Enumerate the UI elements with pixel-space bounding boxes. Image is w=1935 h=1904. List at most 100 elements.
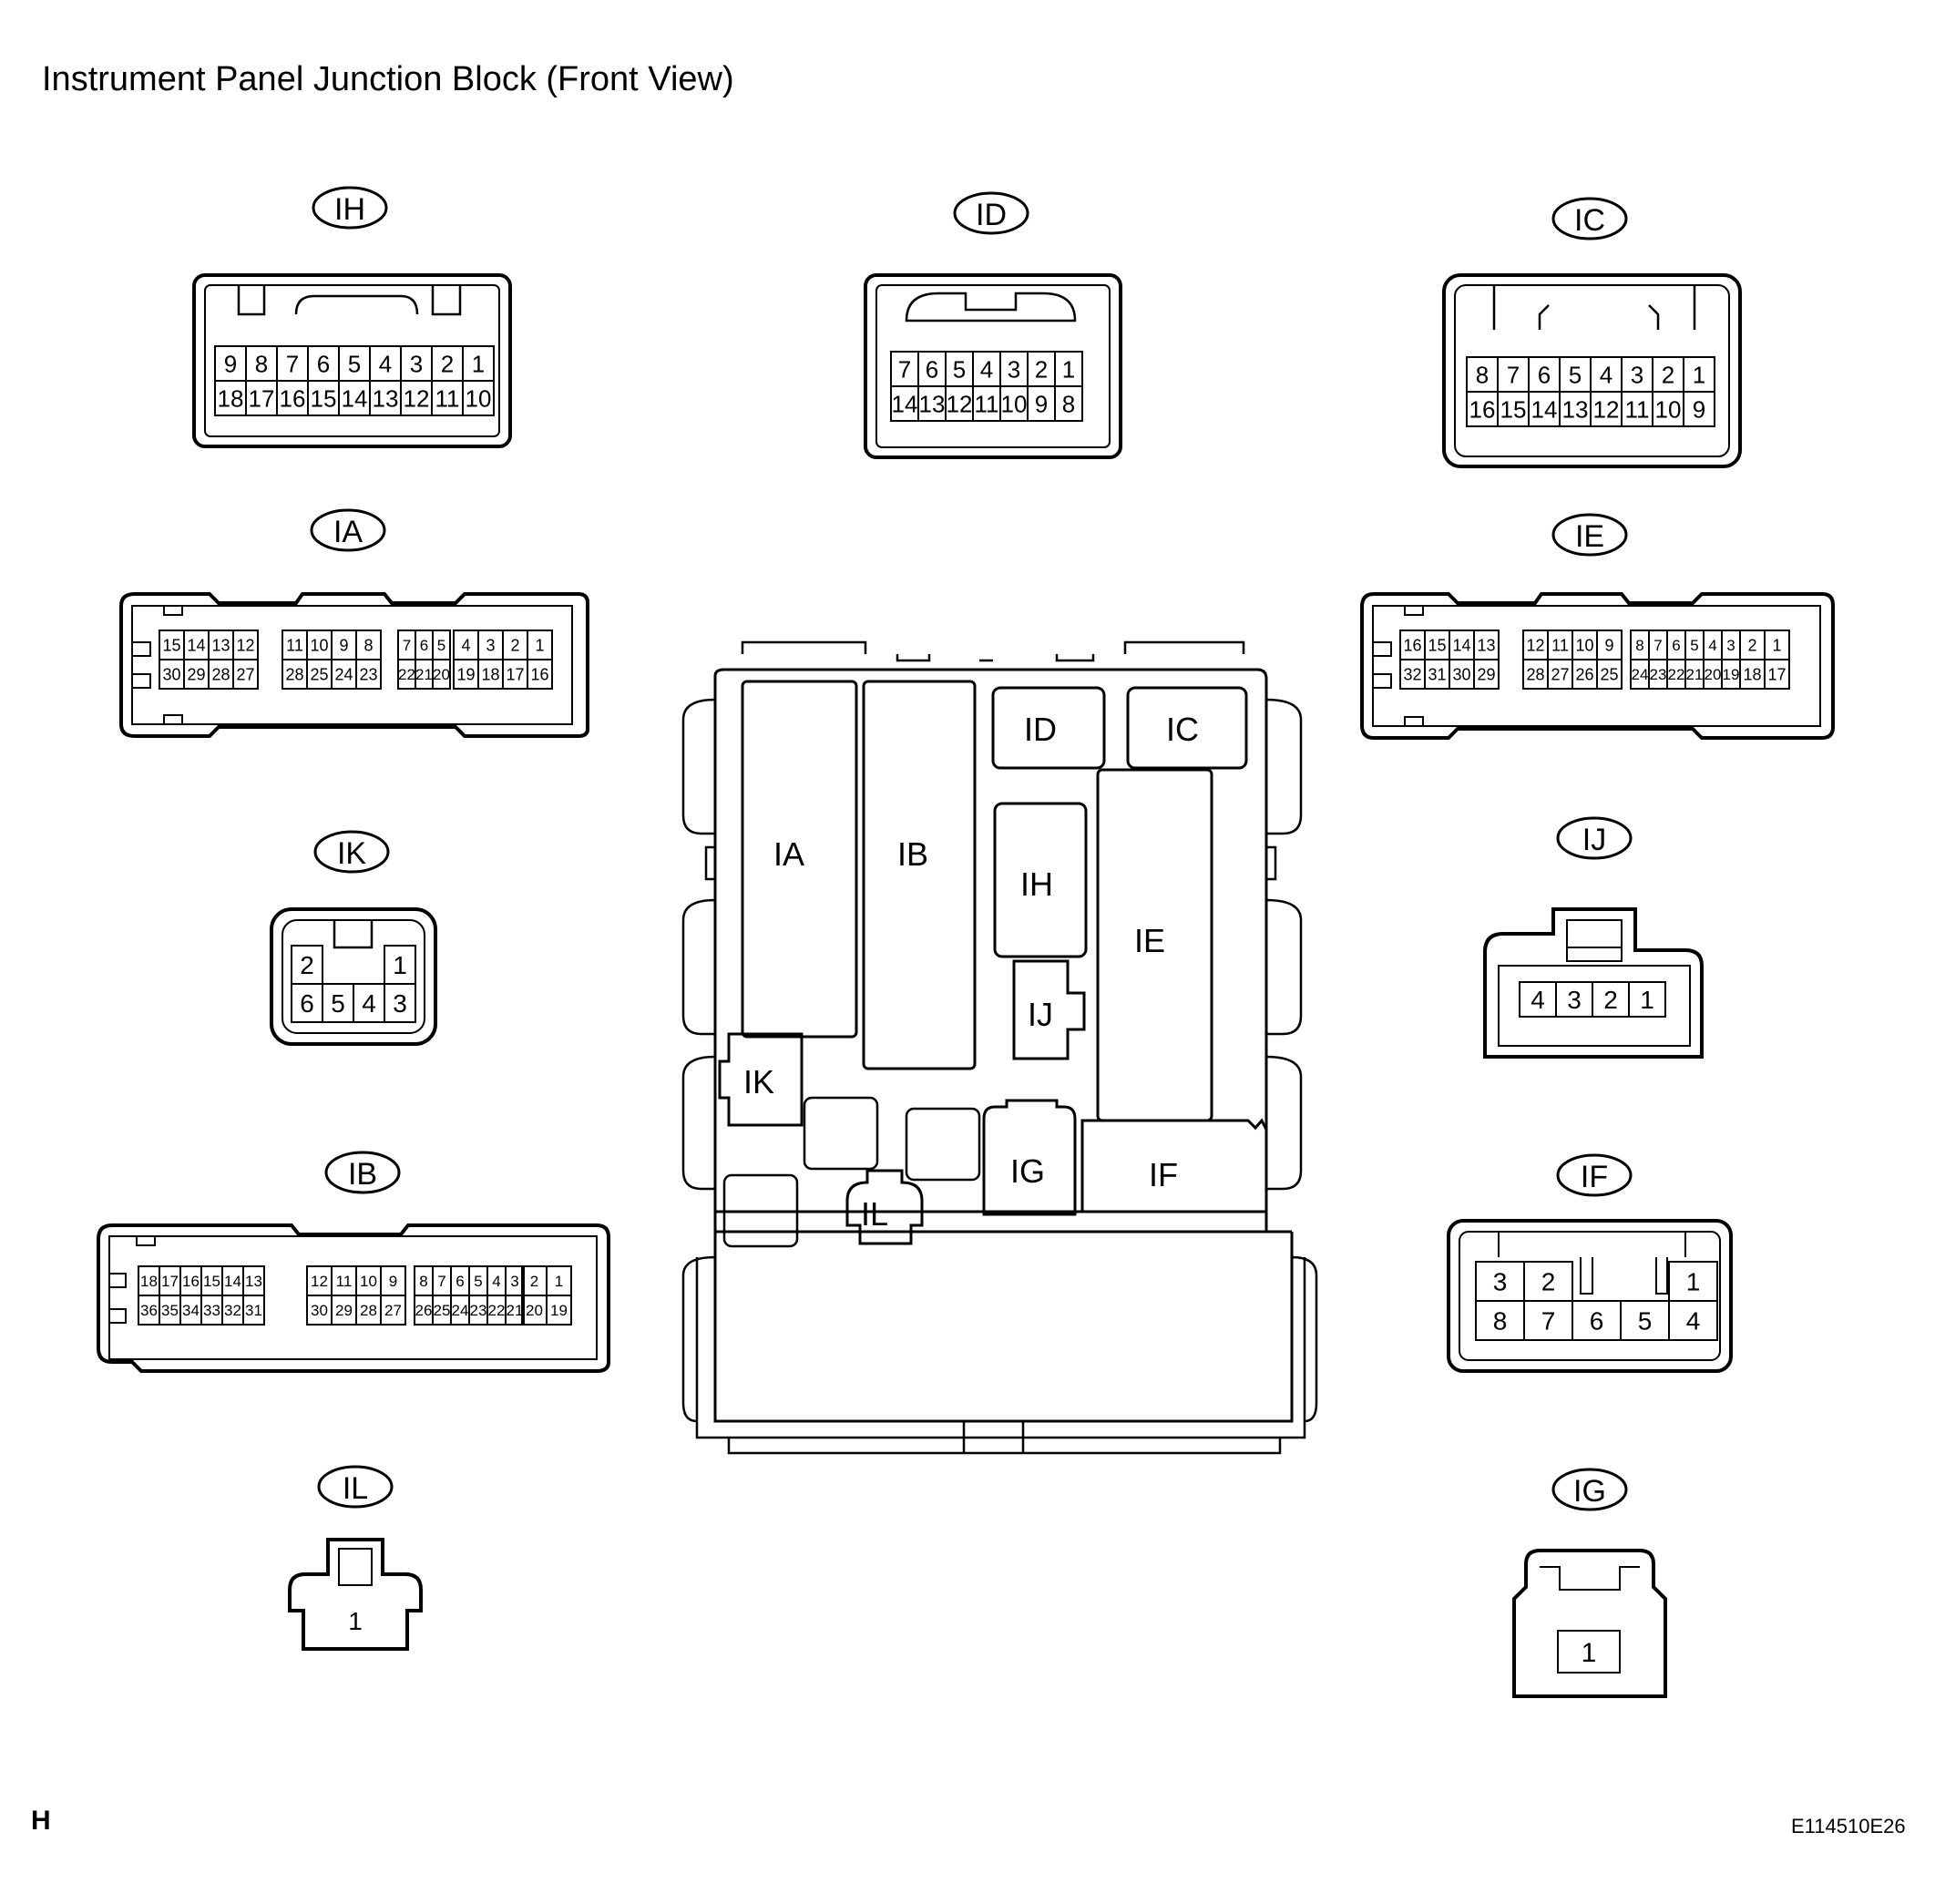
page-letter: H bbox=[31, 1806, 51, 1836]
pin-number-ie: 32 bbox=[1403, 665, 1421, 683]
pin-number-ia: 20 bbox=[433, 666, 450, 683]
pin-number-ia: 11 bbox=[286, 636, 303, 654]
pin-number-ie: 1 bbox=[1772, 636, 1781, 654]
pin-cell bbox=[462, 380, 495, 416]
pin-number-ij: 1 bbox=[1640, 986, 1654, 1014]
pin-number-ie: 13 bbox=[1477, 636, 1495, 654]
slot-label-ig: IG bbox=[1010, 1152, 1045, 1190]
slot-label-id: ID bbox=[1024, 711, 1057, 748]
pin-number-ic: 14 bbox=[1531, 395, 1558, 423]
pin-number-ib: 15 bbox=[203, 1273, 220, 1290]
pin-number-ik: 4 bbox=[362, 989, 376, 1018]
pin-number-ic: 16 bbox=[1469, 395, 1496, 423]
pin-number-ih: 8 bbox=[255, 350, 268, 377]
pin-number-ib: 35 bbox=[161, 1302, 179, 1319]
pin-number-ib: 14 bbox=[224, 1273, 241, 1290]
pin-number-ih: 1 bbox=[472, 350, 485, 377]
pin-number-ik: 3 bbox=[393, 989, 407, 1018]
connector-label-ib: IB bbox=[348, 1157, 377, 1192]
pin-number-ia: 25 bbox=[310, 665, 328, 683]
pin-cell bbox=[1596, 659, 1623, 690]
pin-number-ib: 19 bbox=[550, 1302, 568, 1319]
pin-number-ie: 8 bbox=[1635, 637, 1643, 654]
pin-number-ib: 8 bbox=[419, 1273, 427, 1290]
pin-number-ia: 18 bbox=[481, 665, 499, 683]
junction-block-body: IA IB ID IC IH IE IJ IK IG IF IL bbox=[681, 640, 1318, 1455]
pin-number-ic: 10 bbox=[1655, 395, 1682, 423]
pin-number-ie: 21 bbox=[1686, 666, 1704, 683]
pin-number-ih: 7 bbox=[286, 350, 299, 377]
pin-number-ib: 27 bbox=[384, 1302, 402, 1319]
pin-number-ia: 12 bbox=[236, 636, 254, 654]
pin-number-if: 3 bbox=[1493, 1268, 1508, 1296]
pin-number-ia: 6 bbox=[420, 637, 428, 654]
pin-number-ie: 19 bbox=[1723, 666, 1740, 683]
pin-number-ib: 28 bbox=[360, 1302, 377, 1319]
pin-number-id: 14 bbox=[892, 390, 918, 417]
pin-number-ie: 22 bbox=[1668, 666, 1685, 683]
pin-number-ib: 21 bbox=[507, 1302, 524, 1319]
pin-number-ih: 3 bbox=[410, 350, 423, 377]
callout-oval-if bbox=[1556, 1153, 1633, 1197]
pin-number-ia: 8 bbox=[363, 636, 373, 654]
pin-number-ih: 17 bbox=[249, 384, 275, 412]
pin-number-ic: 9 bbox=[1693, 395, 1705, 423]
pin-number-ib: 1 bbox=[555, 1273, 563, 1290]
callout-oval-ig bbox=[1551, 1468, 1628, 1511]
pin-number-ih: 2 bbox=[441, 350, 454, 377]
callout-oval-ih bbox=[312, 186, 388, 230]
callout-oval-id bbox=[953, 191, 1029, 235]
pin-number-ie: 10 bbox=[1575, 636, 1593, 654]
pin-number-ia: 29 bbox=[187, 665, 205, 683]
pin-cell bbox=[380, 1295, 406, 1326]
pin-number-ia: 4 bbox=[461, 636, 470, 654]
pin-number-if: 6 bbox=[1590, 1307, 1604, 1336]
pin-number-ih: 11 bbox=[435, 384, 460, 412]
pin-number-ib: 17 bbox=[161, 1273, 179, 1290]
pin-number-ik: 2 bbox=[300, 951, 314, 979]
pin-number-ic: 6 bbox=[1538, 361, 1551, 388]
pin-number-ib: 34 bbox=[182, 1302, 200, 1319]
pin-number-ih: 12 bbox=[404, 384, 430, 412]
pin-number-ie: 20 bbox=[1705, 666, 1722, 683]
pin-cell bbox=[1764, 659, 1790, 690]
pin-number-ik: 1 bbox=[393, 951, 407, 979]
pin-number-ic: 1 bbox=[1693, 361, 1705, 388]
pin-number-ih: 6 bbox=[317, 350, 330, 377]
pin-number-ib: 7 bbox=[437, 1273, 445, 1290]
pin-number-ih: 10 bbox=[466, 384, 492, 412]
pin-number-ie: 3 bbox=[1726, 637, 1735, 654]
pin-number-ia: 21 bbox=[415, 666, 433, 683]
pin-number-ie: 2 bbox=[1747, 636, 1756, 654]
pin-cell bbox=[1557, 1630, 1621, 1674]
pin-number-id: 8 bbox=[1062, 390, 1075, 417]
pin-number-ie: 6 bbox=[1672, 637, 1680, 654]
slot-label-ij: IJ bbox=[1028, 996, 1053, 1033]
slot-label-ia: IA bbox=[773, 835, 804, 873]
pin-number-ic: 8 bbox=[1476, 361, 1489, 388]
pin-number-ia: 24 bbox=[334, 665, 353, 683]
callout-oval-ia bbox=[310, 508, 386, 552]
pin-number-ib: 18 bbox=[140, 1273, 158, 1290]
pin-number-id: 2 bbox=[1035, 355, 1048, 383]
pin-number-ih: 18 bbox=[218, 384, 244, 412]
pin-number-ie: 16 bbox=[1403, 636, 1421, 654]
pin-number-ic: 5 bbox=[1569, 361, 1582, 388]
pin-number-id: 6 bbox=[926, 355, 938, 383]
pin-number-ih: 9 bbox=[224, 350, 237, 377]
pin-number-ie: 28 bbox=[1526, 665, 1544, 683]
pin-cell bbox=[546, 1295, 572, 1326]
pin-number-ia: 30 bbox=[162, 665, 180, 683]
pin-number-if: 2 bbox=[1541, 1268, 1556, 1296]
pin-number-ih: 16 bbox=[280, 384, 306, 412]
pin-number-ib: 5 bbox=[474, 1273, 482, 1290]
pin-number-ic: 3 bbox=[1631, 361, 1643, 388]
pin-number-ib: 24 bbox=[452, 1302, 469, 1319]
pin-cell bbox=[1054, 385, 1083, 422]
pin-number-ib: 22 bbox=[488, 1302, 506, 1319]
pin-cell bbox=[527, 659, 553, 690]
slot-label-ih: IH bbox=[1020, 865, 1053, 903]
pin-number-ib: 33 bbox=[203, 1302, 220, 1319]
slot-label-if: IF bbox=[1149, 1156, 1178, 1193]
